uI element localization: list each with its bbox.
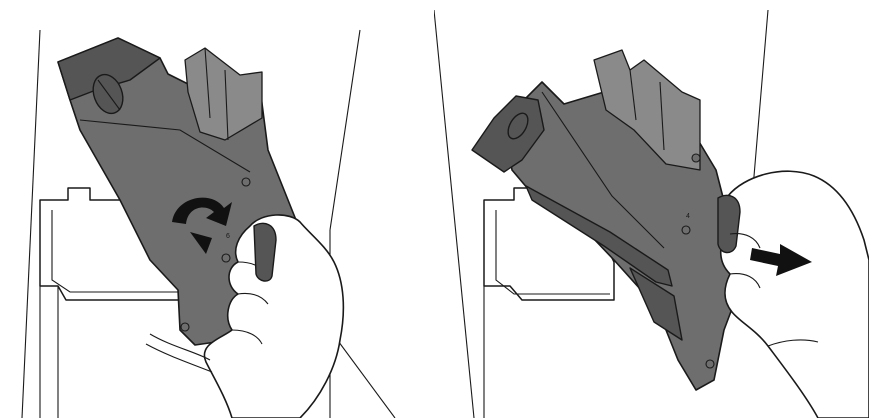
step-illustration-rotate: 6 xyxy=(0,0,434,418)
svg-text:4: 4 xyxy=(686,213,690,220)
cabinet-edge-line xyxy=(330,30,360,230)
cabinet-edge-line xyxy=(22,30,40,418)
step-illustration-pull: 4 xyxy=(434,0,869,418)
cabinet-edge-line xyxy=(434,10,474,418)
pull-step-drawing: 4 xyxy=(434,0,869,418)
svg-text:6: 6 xyxy=(226,233,230,240)
hand-illustration xyxy=(718,171,869,418)
rotate-step-drawing: 6 xyxy=(0,0,434,418)
cabinet-edge-line xyxy=(752,10,768,200)
